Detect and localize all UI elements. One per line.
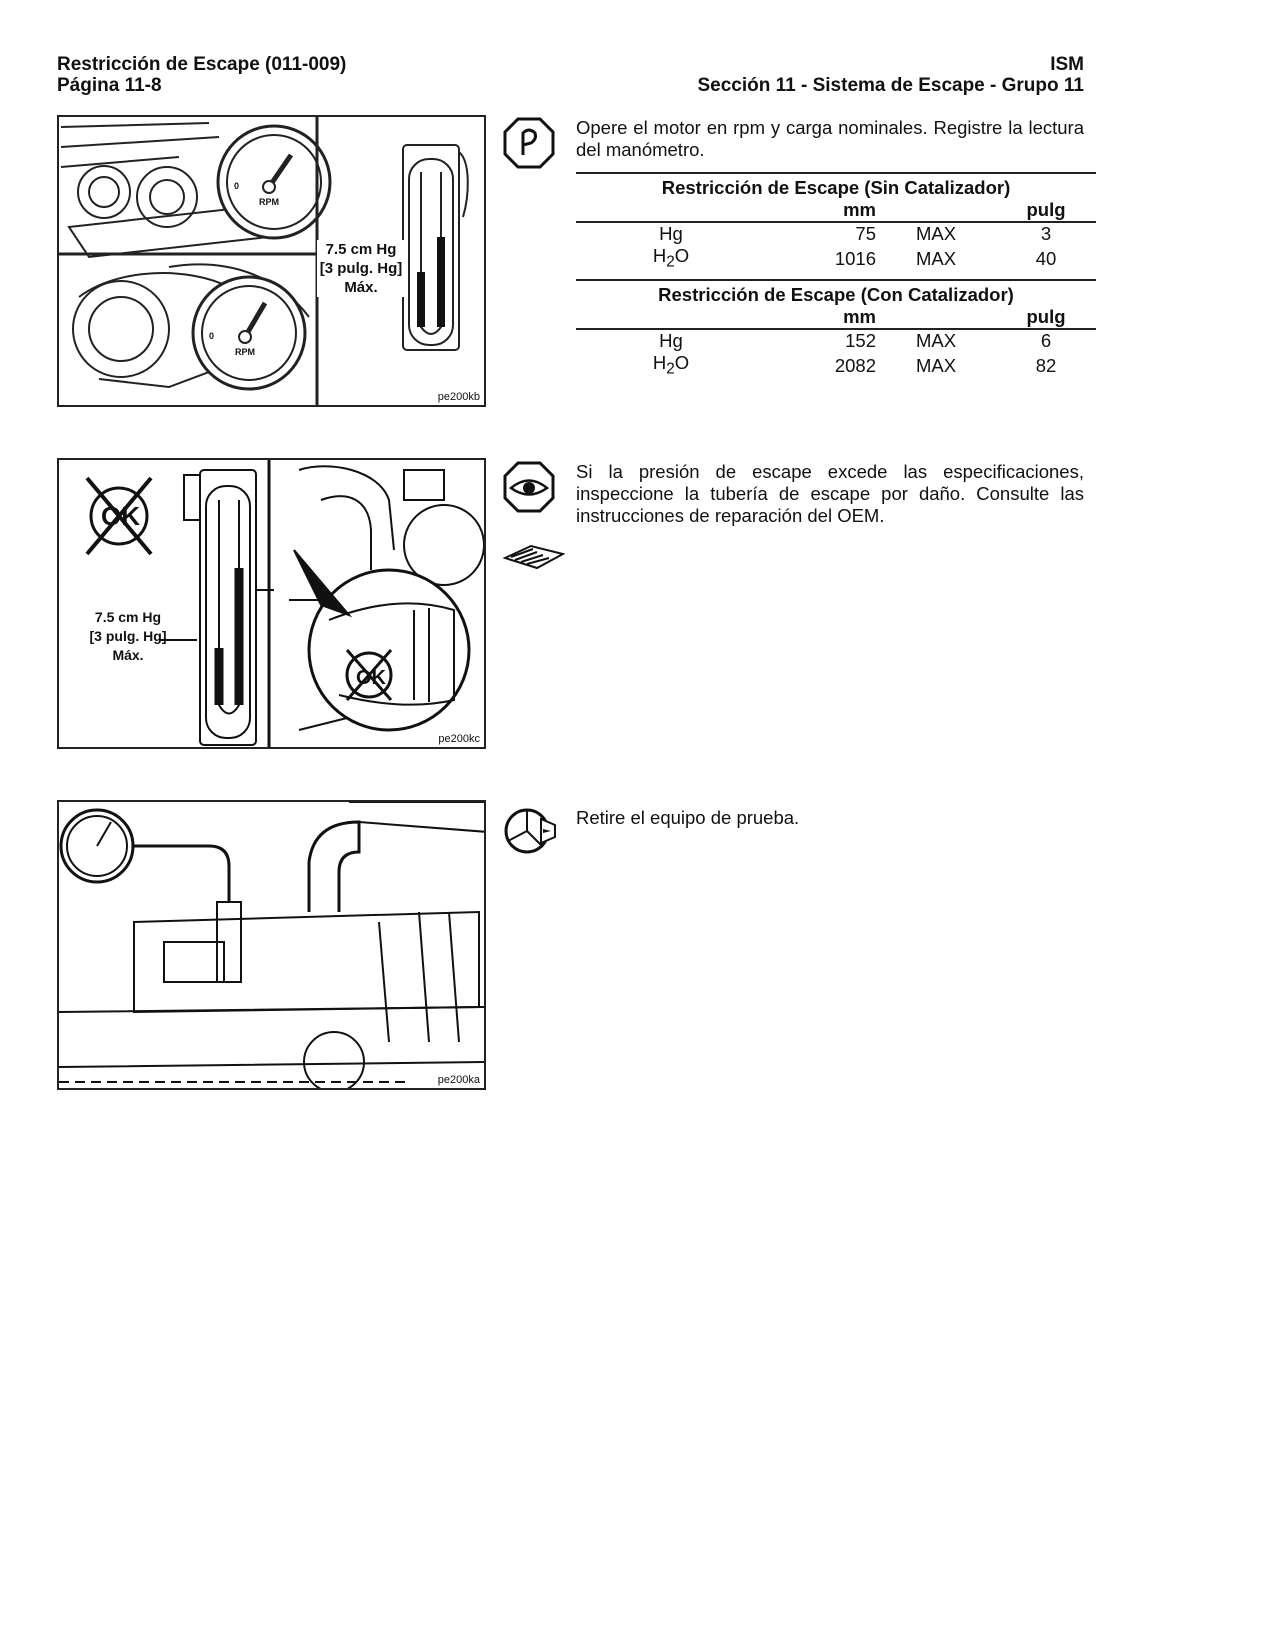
- spec-table-no-catalyst: Restricción de Escape (Sin Catalizador) …: [576, 172, 1096, 274]
- table-row: H2O 2082 MAX 82: [652, 352, 1057, 378]
- table-row: Hg 75 MAX 3: [659, 223, 1052, 244]
- label-in-hg: [3 pulg. Hg]: [89, 628, 167, 644]
- page-number: Página 11-8: [57, 75, 162, 96]
- table-row: H2O 1016 MAX 40: [652, 245, 1057, 271]
- inspection-illustration: OK OK: [85, 460, 484, 747]
- figure-exhaust-inspection: OK OK 7.5 cm Hg: [57, 458, 486, 749]
- page-header-left: Restricción de Escape (011-009) Página 1…: [57, 54, 346, 96]
- figure-remove-equipment: pe200ka: [57, 800, 486, 1090]
- figure-id: pe200kb: [437, 391, 480, 403]
- oem-manual-icon: [502, 540, 566, 575]
- rpm-label-upper: RPM: [259, 197, 279, 207]
- section-group: Sección 11 - Sistema de Escape - Grupo 1…: [697, 75, 1084, 96]
- figure-gauge-readings: RPM 0 RPM 0 7.5 cm Hg [3 pulg. Hg] Máx. …: [57, 115, 486, 407]
- figure-id: pe200kc: [438, 733, 480, 745]
- unit-in: pulg: [996, 199, 1096, 223]
- removal-illustration: [59, 802, 484, 1088]
- unit-mm: mm: [766, 199, 876, 223]
- unit-mm: mm: [766, 306, 876, 330]
- figure-id: pe200ka: [437, 1074, 480, 1086]
- max-restriction-label: 7.5 cm Hg [3 pulg. Hg] Máx.: [317, 240, 405, 297]
- label-max: Máx.: [112, 647, 144, 663]
- step-instruction: Si la presión de escape excede las espec…: [576, 461, 1084, 526]
- inspect-eye-icon: [503, 461, 555, 518]
- label-cm-hg: 7.5 cm Hg: [94, 609, 162, 625]
- table-row: Hg 152 MAX 6: [659, 330, 1052, 351]
- step-instruction: Opere el motor en rpm y carga nominales.…: [576, 117, 1084, 160]
- zero-label-lower: 0: [209, 331, 214, 341]
- label-in-hg: [3 pulg. Hg]: [319, 260, 403, 277]
- label-max: Máx.: [344, 279, 378, 296]
- step-instruction: Retire el equipo de prueba.: [576, 807, 800, 828]
- label-cm-hg: 7.5 cm Hg: [325, 241, 397, 258]
- rpm-label-lower: RPM: [235, 347, 255, 357]
- spec-table-title: Restricción de Escape (Sin Catalizador): [576, 172, 1096, 199]
- engine-model: ISM: [1050, 54, 1084, 75]
- remove-equipment-icon: [503, 805, 559, 862]
- page-header-right: ISM Sección 11 - Sistema de Escape - Gru…: [697, 54, 1084, 96]
- zero-label-upper: 0: [234, 181, 239, 191]
- section-title: Restricción de Escape (011-009): [57, 54, 347, 75]
- max-restriction-label: 7.5 cm Hg [3 pulg. Hg] Máx.: [73, 608, 183, 665]
- spec-table-with-catalyst: Restricción de Escape (Con Catalizador) …: [576, 279, 1096, 381]
- spec-table-title: Restricción de Escape (Con Catalizador): [576, 279, 1096, 306]
- unit-in: pulg: [996, 306, 1096, 330]
- measure-icon: [503, 117, 555, 174]
- gauge-illustration: RPM 0 RPM 0: [59, 117, 469, 405]
